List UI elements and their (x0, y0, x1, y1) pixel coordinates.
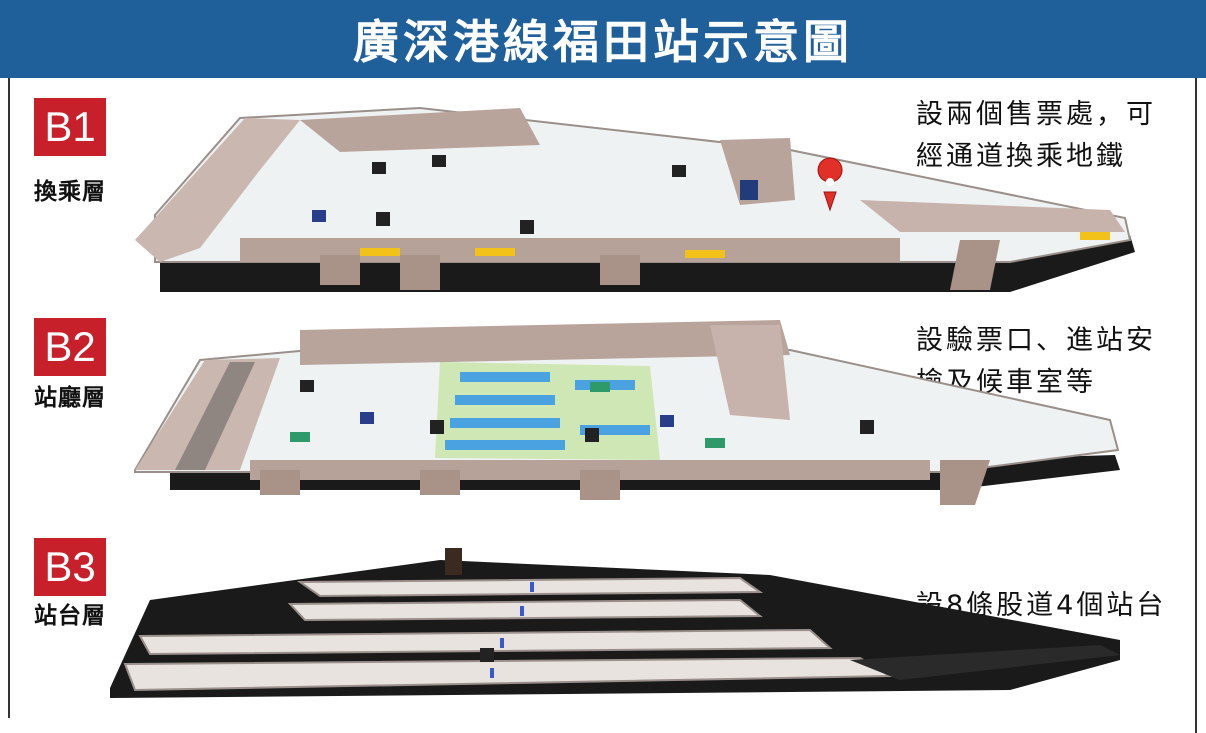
floor-b1-badge: B1 (34, 98, 106, 156)
b3-platform-3 (138, 628, 833, 656)
b1-map-pin-dot (826, 178, 834, 186)
b2-pillar-3 (580, 470, 620, 500)
floor-b1-description: 設兩個售票處，可 經通道換乘地鐵 (916, 94, 1196, 178)
b1-wall-block (720, 138, 795, 205)
b1-wall-top (300, 108, 540, 152)
floor-b3-plan (110, 548, 1120, 698)
b3-marker-4 (490, 668, 494, 678)
b1-sign-7 (672, 165, 686, 177)
b2-waiting-seats-4 (445, 440, 565, 450)
b1-wall-left (135, 118, 300, 262)
b1-sign-4 (376, 212, 390, 226)
b2-sign-2 (290, 432, 310, 442)
b2-pillar-2 (420, 470, 460, 495)
b1-ticket-counter-4 (1080, 232, 1110, 240)
b1-pillar-4 (950, 240, 1000, 290)
floor-b3-name: 站台層 (34, 603, 106, 629)
b3-sign-1 (480, 648, 494, 662)
floor-b2-name: 站廳層 (34, 385, 106, 411)
page-title: 廣深港線福田站示意圖 (353, 15, 853, 69)
floor-b3-badge: B3 (34, 538, 106, 596)
b2-waiting-seats-2 (455, 395, 555, 405)
b1-ticket-counter-1 (360, 248, 400, 256)
b3-marker-1 (530, 582, 534, 592)
b2-sign-4 (590, 382, 610, 392)
b1-sign-5 (740, 180, 758, 200)
b2-wall-right-block (710, 325, 790, 420)
b2-sign-9 (585, 428, 599, 442)
b1-sign-2 (432, 155, 446, 167)
b2-wall-top (300, 320, 790, 365)
b1-sign-1 (372, 162, 386, 174)
b1-sign-3 (520, 220, 534, 234)
floor-b2-desc-line-1: 設驗票口、進站安 (916, 325, 1156, 356)
b2-sign-5 (705, 438, 725, 448)
b1-pillar-3 (600, 255, 640, 285)
floor-b1-desc-line-2: 經通道換乘地鐵 (916, 141, 1126, 172)
floor-b1-desc-line-1: 設兩個售票處，可 (916, 99, 1156, 130)
floor-b1-name: 換乘層 (34, 179, 106, 205)
title-bar: 廣深港線福田站示意圖 (0, 0, 1206, 78)
frame-right-border (1195, 78, 1197, 733)
b2-ramp-stripe (175, 362, 255, 470)
b3-platform-2 (287, 598, 763, 622)
b1-pillar-2 (400, 255, 440, 290)
b2-pillar-1 (260, 470, 300, 495)
b3-tail (850, 645, 1120, 680)
b2-pillar-4 (940, 460, 990, 505)
b3-marker-3 (500, 638, 504, 648)
b2-waiting-seats-3 (450, 418, 560, 428)
b2-sign-3 (360, 412, 374, 424)
b2-waiting-seats-6 (580, 425, 650, 435)
b1-map-pin-icon (817, 157, 843, 212)
b2-sign-8 (430, 420, 444, 434)
b2-sign-6 (860, 420, 874, 434)
frame-left-border (8, 78, 10, 718)
b1-ticket-counter-2 (475, 248, 515, 256)
floor-b1-plan (135, 106, 1135, 292)
floor-b2-badge: B2 (34, 318, 106, 376)
b2-sign-1 (300, 380, 314, 392)
b1-pillar-1 (320, 255, 360, 285)
b1-ticket-counter-3 (685, 250, 725, 258)
b3-marker-2 (520, 606, 524, 616)
b1-sign-6 (312, 210, 326, 222)
floor-b2-plan (134, 320, 1120, 505)
b1-wall-right (860, 200, 1125, 232)
b2-sign-7 (660, 415, 674, 427)
b2-waiting-seats-1 (460, 372, 550, 382)
b3-stair-shaft (445, 548, 462, 575)
floor-b2-description: 設驗票口、進站安 檢及候車室等 (916, 320, 1196, 404)
